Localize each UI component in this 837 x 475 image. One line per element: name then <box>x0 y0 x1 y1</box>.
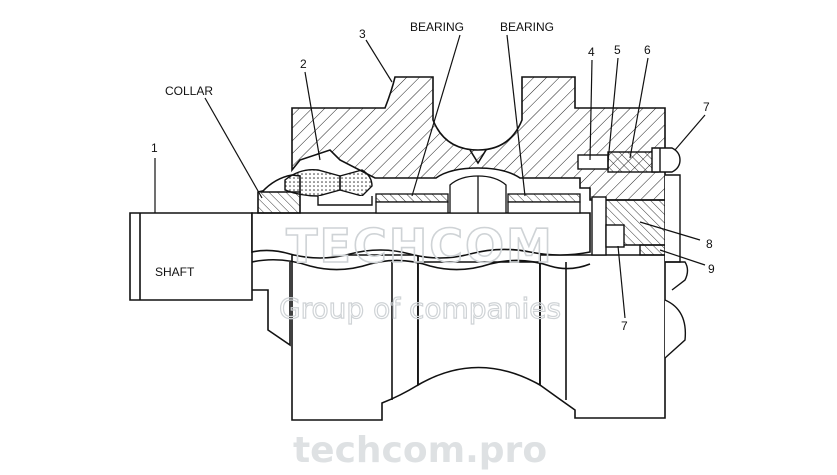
label-5: 5 <box>614 43 621 57</box>
label-4: 4 <box>588 45 595 59</box>
watermark-tagline: Group of companies <box>279 292 561 325</box>
label-8: 8 <box>706 237 713 251</box>
label-collar: COLLAR <box>165 84 213 98</box>
watermark-brand: TECHCOM <box>286 219 554 273</box>
labels: BEARING BEARING 3 2 COLLAR 1 SHAFT 4 5 6… <box>151 20 715 333</box>
watermark-url: techcom.pro <box>293 430 547 471</box>
label-2: 2 <box>300 57 307 71</box>
label-3: 3 <box>359 27 366 41</box>
label-bearing-left: BEARING <box>410 20 464 34</box>
seal-2 <box>284 169 373 206</box>
shaft <box>129 212 591 347</box>
watermark: TECHCOM Group of companies techcom.pro <box>278 218 561 471</box>
label-1: 1 <box>151 141 158 155</box>
label-9: 9 <box>708 262 715 276</box>
bearing-bushings <box>375 175 581 214</box>
roller-lower-body <box>291 254 666 421</box>
label-bearing-right: BEARING <box>500 20 554 34</box>
label-7-bottom: 7 <box>621 319 628 333</box>
label-6: 6 <box>644 43 651 57</box>
leader-lines <box>154 34 706 319</box>
label-7-top: 7 <box>703 100 710 114</box>
end-cap-assembly <box>577 147 689 359</box>
label-shaft: SHAFT <box>155 265 195 279</box>
